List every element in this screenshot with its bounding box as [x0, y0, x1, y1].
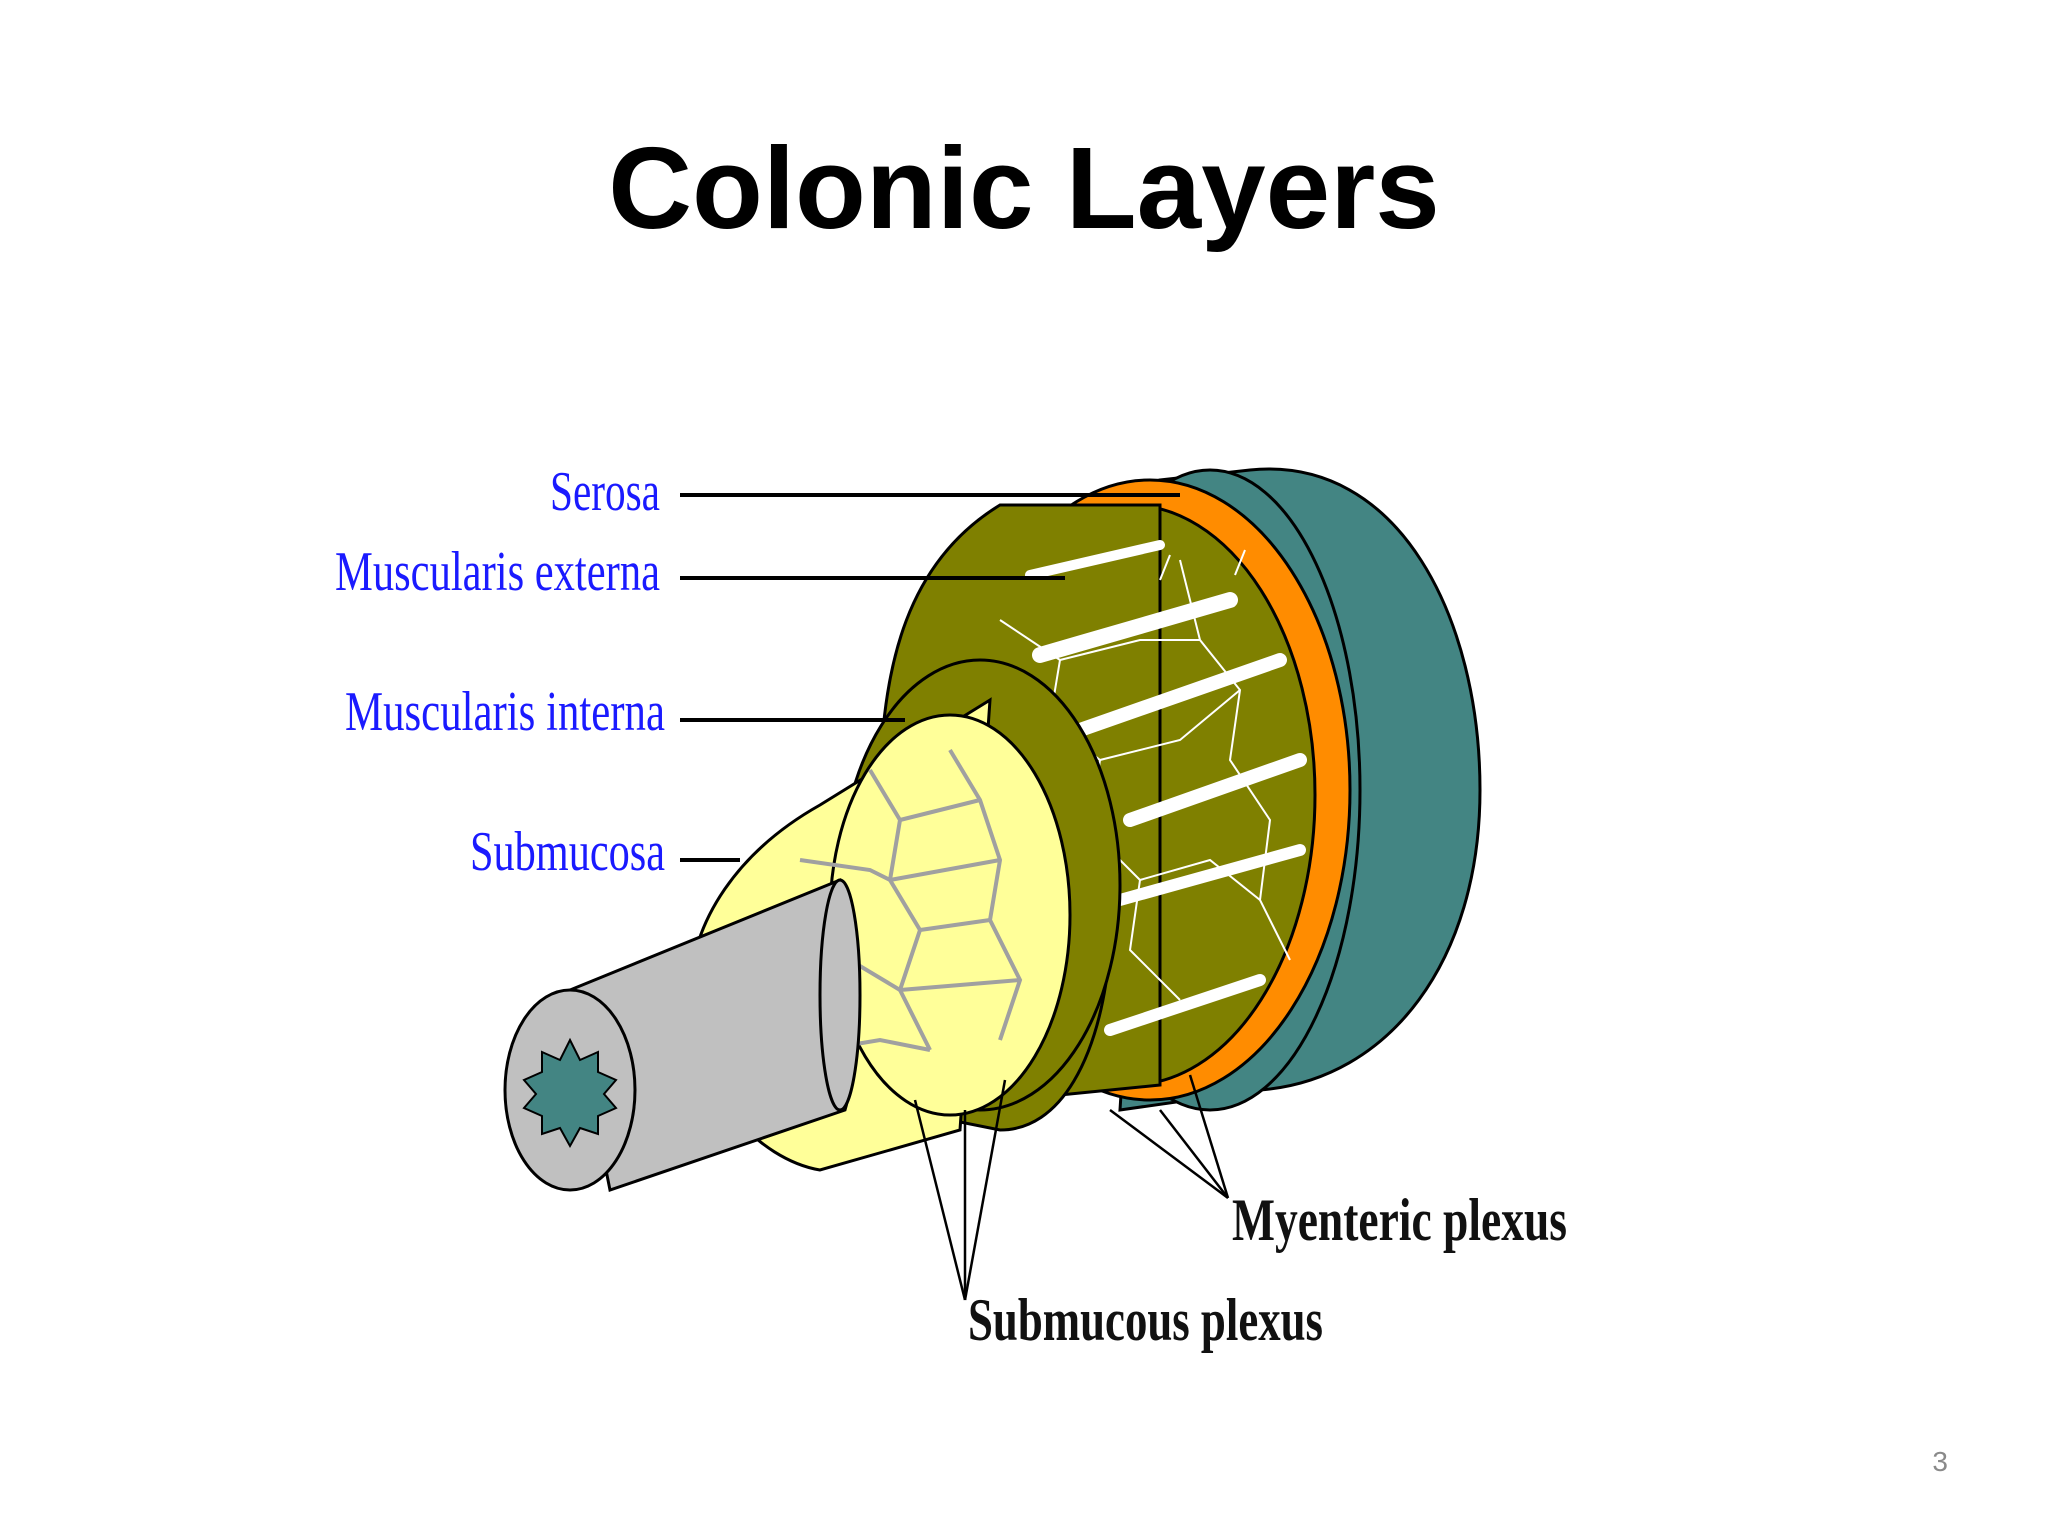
myenteric-plexus-label: Myenteric plexus — [1232, 1187, 1567, 1253]
submucous-plexus-leaders — [913, 1079, 1007, 1301]
lumen-opening — [522, 1037, 618, 1149]
leader-lines — [680, 493, 1230, 1301]
slide-title: Colonic Layers — [608, 123, 1440, 253]
serosa-label: Serosa — [550, 461, 660, 523]
myenteric-plexus-leaders — [1109, 1074, 1230, 1200]
page-number: 3 — [1932, 1446, 1948, 1477]
muscularis-externa-label: Muscularis externa — [335, 541, 660, 603]
muscularis-interna-label: Muscularis interna — [345, 681, 665, 743]
mucosa-layer — [503, 878, 862, 1192]
submucosa-label: Submucosa — [470, 821, 665, 883]
submucous-plexus-label: Submucous plexus — [968, 1287, 1323, 1353]
muscle-fiber-streaks — [1025, 540, 1307, 1036]
